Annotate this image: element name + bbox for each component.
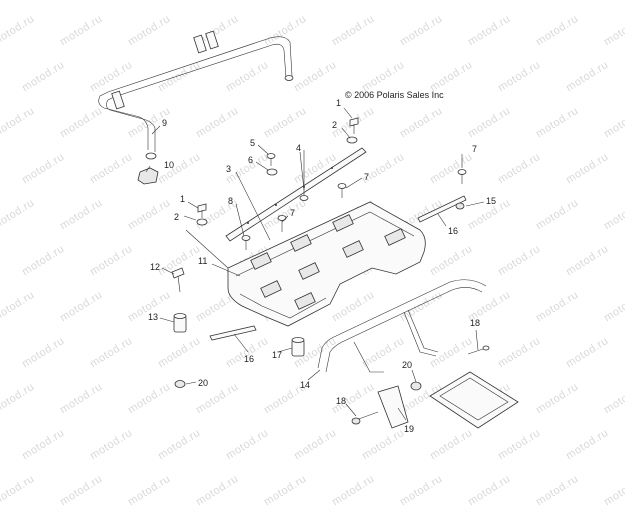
callout-7-lower: 7 [290,208,295,218]
watermark-text: motod.ru [126,472,173,508]
watermark-text: motod.ru [602,472,625,508]
part-1-screw-upper [349,117,359,134]
part-6-washer [266,168,278,176]
watermark-text: motod.ru [466,472,513,508]
part-8-screw [241,235,251,250]
callout-14: 14 [300,380,310,390]
part-20-nut-left [174,380,186,388]
part-14-front-rail [317,279,487,373]
callout-11: 11 [198,256,207,266]
callout-12: 12 [150,262,160,272]
part-19-bracket [377,385,409,429]
callout-3: 3 [226,164,231,174]
callout-17: 17 [272,350,282,360]
part-3-trim-strip [225,147,367,242]
part-7-screw-c [457,169,467,184]
callout-5: 5 [250,138,255,148]
watermark-text: motod.ru [262,472,309,508]
callout-15: 15 [486,196,496,206]
watermark-text: motod.ru [194,472,241,508]
leader-lines [145,107,485,421]
callout-16-left: 16 [244,354,254,364]
part-10-bumper [137,167,159,185]
callout-4: 4 [296,143,301,153]
part-5-screw [266,153,276,166]
part-12-bolt [171,267,185,293]
callout-labels: 1 2 3 4 5 6 7 7 7 8 9 10 1 2 11 12 13 14… [148,98,496,434]
callout-20-left: 20 [198,378,208,388]
callout-2-upper: 2 [332,120,337,130]
part-16-bracket-left [209,325,257,341]
callout-2-left: 2 [174,212,179,222]
callout-9: 9 [162,118,167,128]
part-11-cargo-rack [227,201,426,327]
part-7-screw-a [337,183,347,198]
frame-plate [429,371,519,429]
part-2-washer-left [196,218,208,226]
callout-7-middle: 7 [364,172,369,182]
part-17-spacer [291,337,305,357]
callout-7-right: 7 [472,144,477,154]
callout-16-right: 16 [448,226,458,236]
part-18-pin-right [467,345,490,355]
part-20-nut-right [410,381,422,391]
callout-19: 19 [404,424,414,434]
watermark-text: motod.ru [0,472,37,508]
callout-6: 6 [248,155,253,165]
part-15-nut [455,202,465,210]
watermark-text: motod.ru [58,472,105,508]
part-18-pin-lower [351,411,379,425]
callout-20-right: 20 [402,360,412,370]
part-2-washer-upper [346,136,358,144]
callout-1-upper: 1 [336,98,341,108]
callout-18-lower: 18 [336,396,346,406]
part-9-rear-rail [98,30,294,160]
callout-13: 13 [148,312,158,322]
exploded-parts-diagram: 1 2 3 4 5 6 7 7 7 8 9 10 1 2 11 12 13 14… [98,30,519,434]
copyright-notice: © 2006 Polaris Sales Inc [345,90,444,100]
watermark-text: motod.ru [534,472,581,508]
part-16-bracket-right [417,195,467,223]
callout-18-right: 18 [470,318,480,328]
watermark-text: motod.ru [330,472,377,508]
watermark-text: motod.ru [398,472,445,508]
part-7-screw-b [277,215,287,232]
callout-10: 10 [164,160,174,170]
callout-8: 8 [228,196,233,206]
callout-1-left: 1 [180,194,185,204]
part-13-spacer [173,313,187,333]
part-1-screw-left [197,203,207,218]
